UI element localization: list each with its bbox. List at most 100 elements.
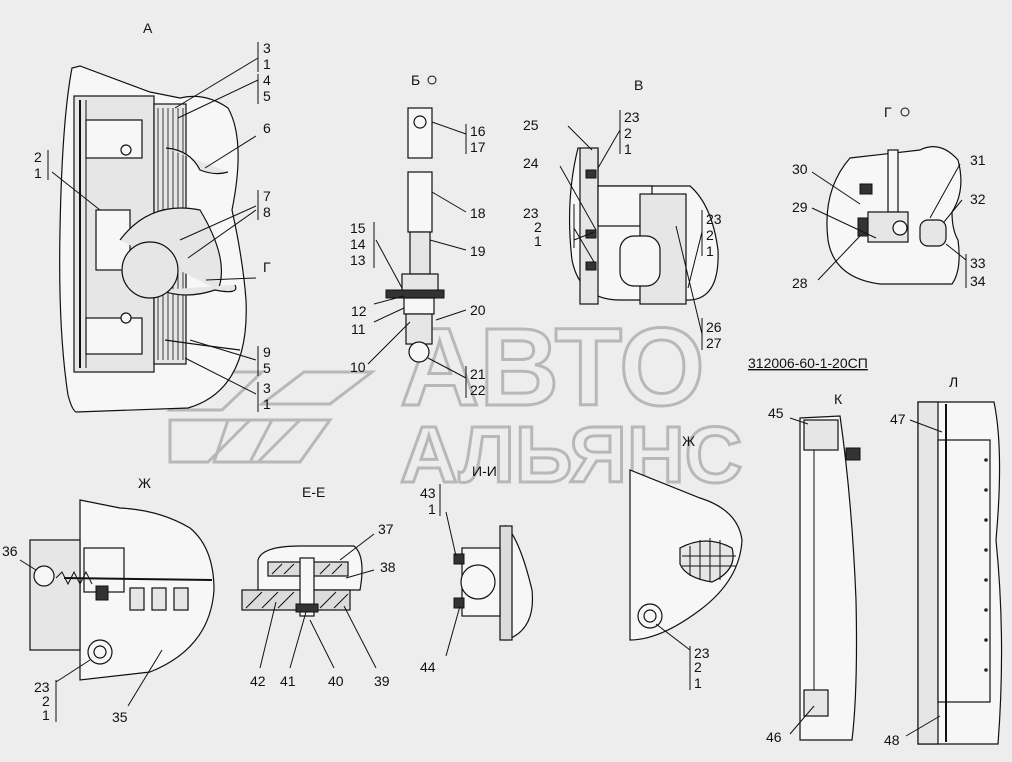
ee-nut (295, 603, 319, 613)
view-v-title: В (634, 77, 643, 93)
k-leaders (789, 417, 815, 735)
svg-text:9: 9 (263, 344, 271, 360)
zh2-leader (655, 623, 691, 651)
svg-text:1: 1 (34, 165, 42, 181)
svg-text:33: 33 (970, 255, 986, 271)
svg-text:2: 2 (706, 227, 714, 243)
bracket-boss (619, 235, 661, 287)
fan-shroud (121, 241, 179, 299)
svg-text:2: 2 (534, 219, 542, 235)
callout-a-6: 6 (263, 120, 271, 136)
callout-v-23-2-1-left: 23 2 1 (523, 204, 575, 249)
svg-text:1: 1 (694, 675, 702, 691)
latch-boss-hole (93, 645, 107, 659)
svg-text:23: 23 (706, 211, 722, 227)
l-rivets (984, 458, 988, 672)
callout-b-10: 10 (350, 359, 366, 375)
svg-text:23: 23 (624, 109, 640, 125)
valve-nut (892, 220, 908, 236)
callout-k-45: 45 (768, 405, 784, 421)
rod-eye (405, 313, 433, 345)
svg-text:23: 23 (34, 679, 50, 695)
valve-leaders (811, 163, 967, 281)
callout-l-47: 47 (890, 411, 906, 427)
ee-hatching (245, 563, 349, 609)
rod-eye-pin (408, 341, 430, 363)
callout-v-25: 25 (523, 117, 539, 133)
view-v: В 25 23 2 1 24 23 2 1 (523, 77, 722, 351)
watermark-emblem (166, 370, 377, 464)
callout-a-3-1-bot: 3 1 (257, 380, 271, 412)
view-a: А 3 (34, 20, 271, 413)
callout-ee-38: 38 (380, 559, 396, 575)
view-g-marker (900, 107, 910, 117)
callout-a-2-1: 2 1 (34, 149, 49, 181)
callout-v-23-2-1-right: 23 2 1 (701, 210, 722, 259)
svg-text:5: 5 (263, 360, 271, 376)
ii-wall-outline (505, 524, 534, 641)
svg-text:27: 27 (706, 335, 722, 351)
callout-a-7-8: 7 8 (257, 188, 271, 220)
latch-clip-3 (173, 587, 189, 611)
callout-a-3-1-top: 3 1 (257, 40, 271, 72)
callout-b-21-22: 21 22 (465, 366, 486, 398)
document-number: 312006-60-1-20СП (748, 355, 868, 371)
callout-b-20: 20 (470, 302, 486, 318)
view-zh2: Ж 23 2 1 (629, 433, 743, 691)
svg-text:8: 8 (263, 204, 271, 220)
ii-bolt-top (453, 553, 465, 565)
valve-stem (887, 149, 899, 213)
view-zh1: Ж 36 23 2 1 35 (2, 475, 215, 725)
latch-clip-1 (129, 587, 145, 611)
svg-text:14: 14 (350, 236, 366, 252)
view-ii: И-И 43 1 44 (420, 463, 534, 675)
callout-ee-39: 39 (374, 673, 390, 689)
svg-text:7: 7 (263, 188, 271, 204)
svg-text:2: 2 (42, 693, 50, 709)
view-b: Б 16 17 18 19 15 (350, 72, 486, 398)
ii-wall (499, 525, 513, 641)
view-b-marker (427, 75, 437, 85)
callout-ee-37: 37 (378, 521, 394, 537)
svg-text:23: 23 (523, 205, 539, 221)
watermark-line1: АВТО (400, 306, 705, 429)
callout-ee-42: 42 (250, 673, 266, 689)
ii-bolt-bottom (453, 597, 465, 609)
view-a-title: А (143, 20, 153, 36)
callout-ii-43-1: 43 1 (420, 484, 441, 517)
svg-text:15: 15 (350, 220, 366, 236)
svg-text:13: 13 (350, 252, 366, 268)
svg-text:1: 1 (624, 141, 632, 157)
svg-text:1: 1 (534, 233, 542, 249)
l-leaders (905, 419, 943, 737)
latch-lock (95, 585, 109, 601)
rod-top-bolt (413, 115, 427, 129)
svg-text:5: 5 (263, 88, 271, 104)
svg-text:23: 23 (694, 645, 710, 661)
latch-knob (33, 565, 55, 587)
panel-window-grid (682, 538, 736, 582)
callout-b-16-17: 16 17 (465, 123, 486, 155)
view-k-title: К (834, 391, 843, 407)
callout-ee-41: 41 (280, 673, 296, 689)
callout-g-31: 31 (970, 152, 986, 168)
ee-pin (299, 557, 315, 617)
callout-g-32: 32 (970, 191, 986, 207)
svg-text:1: 1 (42, 707, 50, 723)
view-l-title: Л (949, 374, 958, 390)
svg-text:22: 22 (470, 382, 486, 398)
k-top-bracket (803, 419, 839, 451)
svg-text:1: 1 (706, 243, 714, 259)
view-l: Л 47 48 (884, 374, 1003, 748)
svg-text:1: 1 (263, 56, 271, 72)
zh1-leaders (19, 559, 163, 707)
callout-v-23-2-1-top: 23 2 1 (619, 109, 640, 157)
k-top-latch (845, 447, 861, 461)
callout-g-28: 28 (792, 275, 808, 291)
callout-a-4-5: 4 5 (257, 72, 271, 104)
latch-spring (55, 570, 93, 586)
ii-tube (460, 564, 496, 600)
radiator-bottom-tank (85, 317, 143, 355)
